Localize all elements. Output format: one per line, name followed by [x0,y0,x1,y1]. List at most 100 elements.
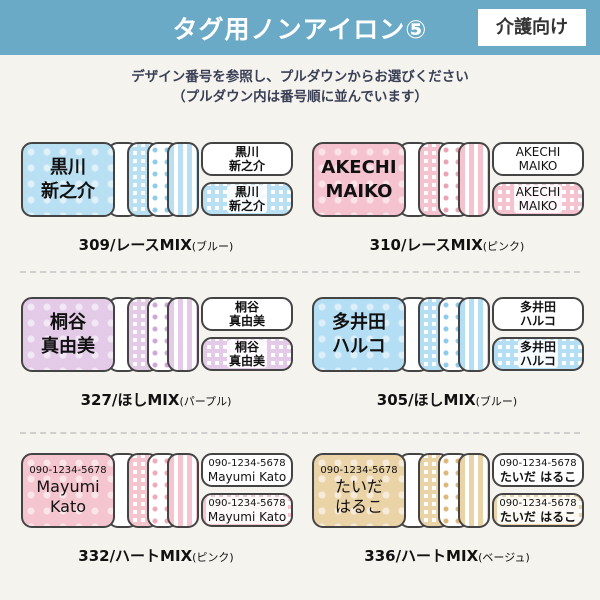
name-line: たいだ はるこ [499,509,577,524]
design-variant: (ブルー) [191,240,234,253]
name-line: Mayumi [36,477,100,496]
phone-number: 090-1234-5678 [499,457,577,469]
design-number: 309 [78,236,110,254]
small-tag-preview: 多井田ハルコ [492,337,584,371]
name-line: 多井田 [332,311,386,333]
small-tag-preview: 多井田ハルコ [492,297,584,331]
main-label-preview: 桐谷真由美 [21,297,115,372]
main-label-preview: 多井田ハルコ [312,297,406,372]
design-name: /ほしMIX [111,391,180,409]
divider [20,432,580,434]
name-line: 真由美 [41,335,95,357]
name-line: MAIKO [325,180,393,202]
tag-text: 黒川新之介 [226,145,267,173]
design-caption: 332/ハートMIX(ピンク) [21,545,291,566]
tag-text: 多井田ハルコ [517,340,558,368]
phone-number: 090-1234-5678 [499,497,577,509]
name-line: 真由美 [228,314,265,328]
page-title: タグ用ノンアイロン⑤ [172,15,428,44]
name-line: 黒川 [234,145,259,159]
category-badge: 介護向け [478,9,586,46]
instructions: デザイン番号を参照し、プルダウンからお選びください （プルダウン内は番号順に並ん… [0,67,600,107]
design-variant: (ベージュ) [478,551,530,564]
pattern-sample [458,453,490,528]
design-number: 336 [364,547,396,565]
design-number: 332 [78,547,110,565]
design-variant: (パープル) [179,395,232,408]
name-line: はるこ [334,497,383,516]
phone-number: 090-1234-5678 [208,497,286,509]
name-line: 桐谷 [234,300,259,314]
design-name: /ハートMIX [109,547,193,565]
pattern-sample [167,453,199,528]
pattern-sample [167,142,199,217]
name-line: 黒川 [234,185,259,199]
design-caption: 336/ハートMIX(ベージュ) [312,545,582,566]
small-tag-preview: 黒川新之介 [201,142,293,176]
design-caption: 305/ほしMIX(ブルー) [312,389,582,410]
design-name: /レースMIX [400,236,483,254]
design-name: /ハートMIX [395,547,479,565]
name-line: 真由美 [228,354,265,368]
design-name: /レースMIX [109,236,192,254]
design-variant: (ブルー) [475,395,518,408]
name-line: MAIKO [518,199,558,213]
name-line: Mayumi Kato [207,469,287,484]
design-number: 310 [369,236,401,254]
name-line: 新之介 [228,199,265,213]
pattern-sample [458,297,490,372]
tag-text: 桐谷真由美 [226,300,267,328]
instruction-line-1: デザイン番号を参照し、プルダウンからお選びください [131,69,469,85]
instruction-line-2: （プルダウン内は番号順に並んでいます） [172,89,428,105]
design-number: 327 [80,391,112,409]
small-tag-preview: 桐谷真由美 [201,337,293,371]
design-caption: 309/レースMIX(ブルー) [21,234,291,255]
name-line: 多井田 [519,300,556,314]
design-number: 305 [376,391,409,409]
phone-number: 090-1234-5678 [208,457,286,469]
name-line: たいだ [334,477,383,496]
name-line: 桐谷 [50,311,86,333]
phone-number: 090-1234-5678 [29,465,107,476]
phone-number: 090-1234-5678 [320,465,398,476]
name-line: ハルコ [520,314,556,328]
header-banner: タグ用ノンアイロン⑤ 介護向け [0,0,600,55]
main-label-preview: 黒川新之介 [21,142,115,217]
name-line: AKECHI [515,145,561,159]
small-tag-preview: 桐谷真由美 [201,297,293,331]
name-line: Mayumi Kato [207,509,287,524]
tag-text: 多井田ハルコ [517,300,558,328]
name-line: たいだ はるこ [499,469,577,484]
name-line: AKECHI [321,156,397,178]
pattern-sample [458,142,490,217]
design-name: /ほしMIX [408,391,476,409]
pattern-sample [167,297,199,372]
name-line: AKECHI [515,185,561,199]
name-line: MAIKO [518,159,558,173]
name-line: 新之介 [228,159,265,173]
name-line: Kato [49,497,87,516]
design-caption: 310/レースMIX(ピンク) [312,234,582,255]
name-line: 多井田 [519,340,556,354]
tag-text: 黒川新之介 [226,185,267,213]
small-tag-preview: 黒川新之介 [201,182,293,216]
divider [20,271,580,273]
design-caption: 327/ほしMIX(パープル) [21,389,291,410]
